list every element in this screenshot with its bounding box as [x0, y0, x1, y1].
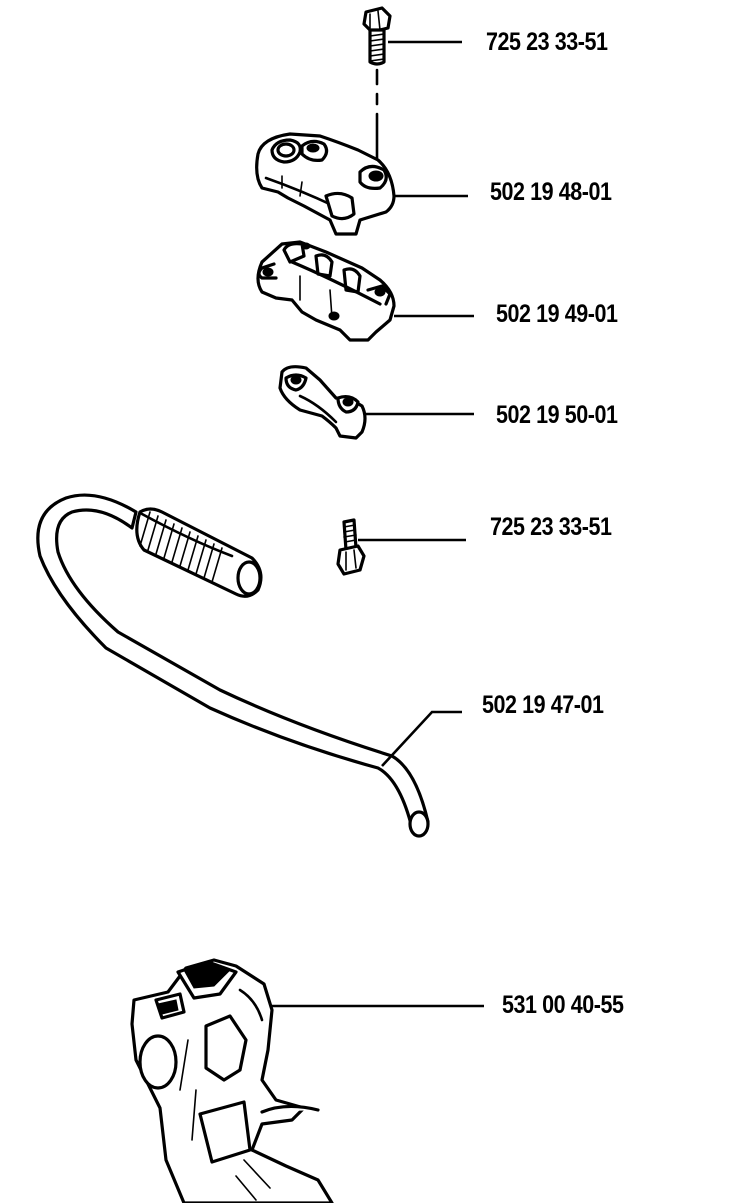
leader-lines [272, 40, 484, 1008]
part-number-label-clamp-lower: 502 19 50-01 [496, 401, 618, 429]
leader-handle-bar [381, 710, 462, 767]
part-number-label-throttle-housing: 531 00 40-55 [502, 991, 624, 1019]
handle-bar-drawing [36, 493, 430, 838]
part-number-label-bolt-small: 725 23 33-51 [490, 513, 612, 541]
part-number-label-clamp-base: 502 19 49-01 [496, 300, 618, 328]
throttle-housing-drawing [130, 958, 334, 1203]
clamp-lower-drawing [278, 365, 367, 440]
clamp-upper-drawing [255, 132, 396, 236]
part-number-label-bolt-top: 725 23 33-51 [486, 28, 608, 56]
clamp-base-drawing [256, 240, 396, 342]
bolt-small-drawing [336, 518, 366, 576]
part-number-label-clamp-upper: 502 19 48-01 [490, 178, 612, 206]
bolt-top-drawing [362, 6, 392, 166]
part-number-label-handle-bar: 502 19 47-01 [482, 691, 604, 719]
